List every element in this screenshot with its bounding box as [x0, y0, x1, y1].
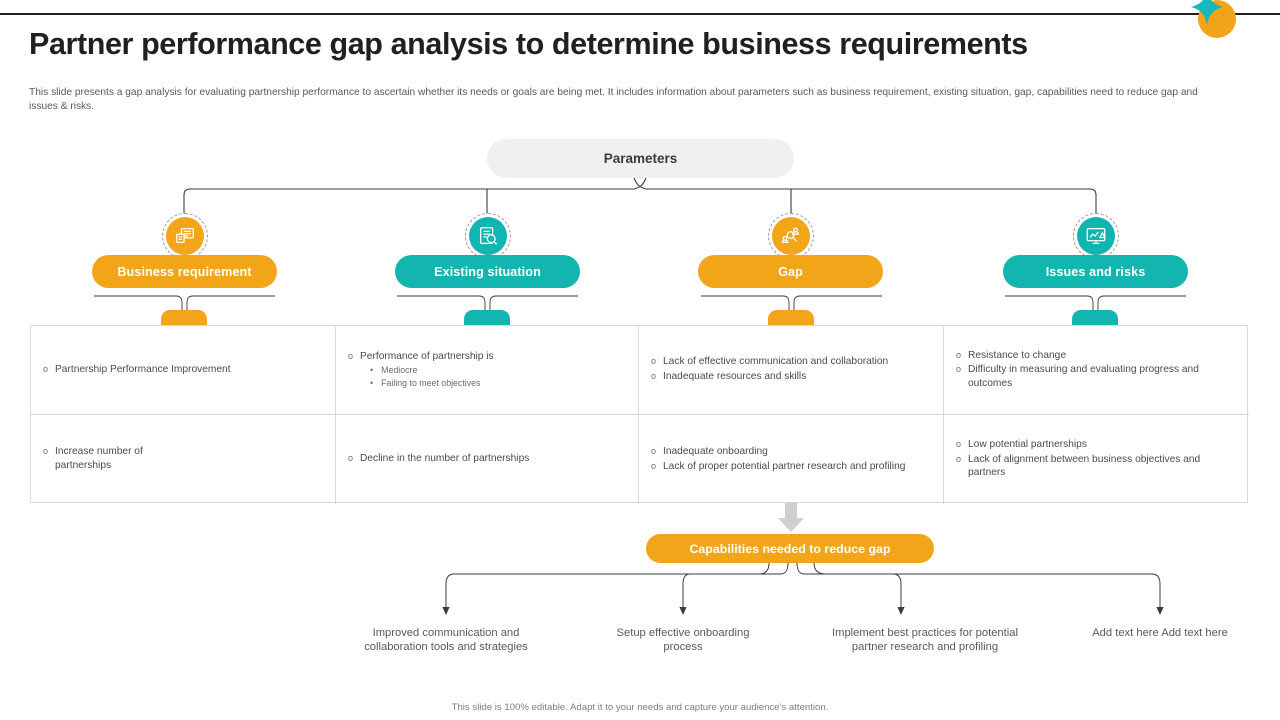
bottom-connector-tree: [442, 562, 1164, 615]
list-item-text: Lack of proper potential partner researc…: [663, 460, 906, 472]
root-node-label: Parameters: [603, 151, 678, 166]
category-label-2: Existing situation: [434, 264, 541, 279]
bullet-circle-icon: o: [651, 445, 657, 456]
category-pill-4[interactable]: Issues and risks: [1003, 255, 1188, 288]
people-search-icon: [771, 217, 810, 255]
table-cell-r2c4: o Low potential partnerships o Lack of a…: [944, 415, 1249, 504]
bullet-circle-icon: o: [956, 453, 962, 464]
list-item: o Lack of effective communication and co…: [651, 355, 931, 369]
table-cell-r1c3: o Lack of effective communication and co…: [639, 326, 944, 415]
footer-note: This slide is 100% editable. Adapt it to…: [451, 702, 829, 713]
category-label-4: Issues and risks: [1045, 264, 1146, 279]
top-connector-tree: [94, 177, 1186, 325]
category-node-issues-and-risks[interactable]: Issues and risks: [1003, 213, 1188, 288]
bullet-circle-icon: o: [348, 453, 354, 464]
logo-sparkle-icon: [1191, 0, 1223, 25]
list-item: o Inadequate onboarding: [651, 445, 931, 459]
gap-analysis-table: o Partnership Performance Improvement o …: [30, 325, 1249, 504]
category-node-existing-situation[interactable]: Existing situation: [395, 213, 580, 288]
list-item-text: Resistance to change: [968, 349, 1066, 361]
category-pill-1[interactable]: Business requirement: [92, 255, 277, 288]
list-item-text: Lack of effective communication and coll…: [663, 356, 889, 368]
list-item-text: Partnership Performance Improvement: [55, 363, 231, 375]
bullet-circle-icon: o: [651, 371, 657, 381]
capabilities-banner[interactable]: Capabilities needed to reduce gap: [646, 534, 934, 563]
list-item-text: Difficulty in measuring and evaluating p…: [968, 364, 1199, 389]
list-item-text: Low potential partnerships: [968, 439, 1087, 451]
category-icon-wrap-1: [161, 213, 208, 259]
list-item: o Partnership Performance Improvement: [43, 363, 323, 377]
table-cell-r2c1: o Increase number of partnerships: [31, 415, 336, 504]
monitor-warning-chart-icon: [1076, 217, 1115, 255]
brand-logo-icon: [1190, 0, 1236, 40]
document-search-icon: [468, 217, 507, 255]
bullet-circle-icon: o: [651, 356, 657, 367]
header-divider: [0, 13, 1280, 15]
list-item-text: Increase number of partnerships: [55, 446, 143, 471]
table-cell-r1c1: o Partnership Performance Improvement: [31, 326, 336, 415]
requirement-document-icon: [165, 217, 204, 255]
list-item-text: Decline in the number of partnerships: [360, 453, 530, 465]
category-label-1: Business requirement: [117, 264, 252, 279]
leaf-node-3: Implement best practices for potential p…: [832, 627, 1018, 653]
list-item: o Resistance to change: [956, 349, 1237, 363]
category-node-gap[interactable]: Gap: [698, 213, 883, 288]
leaf-node-1: Improved communication and collaboration…: [364, 627, 528, 653]
bullet-dot-icon: •: [370, 365, 374, 376]
list-item: o Inadequate resources and skills: [651, 370, 931, 384]
page-subtitle: This slide presents a gap analysis for e…: [29, 87, 1198, 113]
capabilities-banner-label: Capabilities needed to reduce gap: [689, 541, 891, 556]
list-item-text: Inadequate onboarding: [663, 445, 768, 457]
bullet-circle-icon: o: [43, 363, 49, 374]
list-item: o Lack of alignment between business obj…: [956, 453, 1237, 480]
root-node-parameters[interactable]: Parameters: [487, 139, 794, 178]
category-icon-wrap-4: [1072, 213, 1119, 259]
list-item-text: Lack of alignment between business objec…: [968, 453, 1201, 479]
category-pill-2[interactable]: Existing situation: [395, 255, 580, 288]
leaf-node-2: Setup effective onboarding process: [616, 627, 750, 653]
category-label-3: Gap: [778, 264, 803, 279]
sub-list-item-text: Mediocre: [381, 365, 418, 376]
table-cell-r1c4: o Resistance to change o Difficulty in m…: [944, 326, 1249, 415]
sub-list-item: • Mediocre: [370, 364, 626, 377]
category-icon-wrap-3: [767, 213, 814, 259]
list-item: o Increase number of partnerships: [43, 445, 323, 472]
page-title: Partner performance gap analysis to dete…: [29, 27, 1028, 61]
table-cell-r2c3: o Inadequate onboarding o Lack of proper…: [639, 415, 944, 504]
category-icon-wrap-2: [464, 213, 511, 259]
bullet-circle-icon: o: [43, 446, 49, 457]
table-cell-r1c2: o Performance of partnership is • Medioc…: [336, 326, 639, 415]
bullet-dot-icon: •: [370, 378, 374, 389]
leaf-node-4: Add text here Add text here: [1092, 627, 1228, 639]
list-item: o Difficulty in measuring and evaluating…: [956, 363, 1237, 390]
list-item: o Low potential partnerships: [956, 438, 1237, 452]
bullet-circle-icon: o: [956, 439, 962, 450]
list-item: o Performance of partnership is: [348, 350, 626, 364]
table-cell-r2c2: o Decline in the number of partnerships: [336, 415, 639, 504]
bullet-circle-icon: o: [956, 364, 962, 375]
list-item: o Decline in the number of partnerships: [348, 452, 626, 466]
list-item-text: Performance of partnership is: [360, 350, 494, 362]
down-arrow-icon: [778, 503, 804, 532]
list-item: o Lack of proper potential partner resea…: [651, 460, 931, 474]
category-pill-3[interactable]: Gap: [698, 255, 883, 288]
bullet-circle-icon: o: [348, 350, 354, 361]
sub-list-item: • Failing to meet objectives: [370, 377, 626, 390]
bullet-circle-icon: o: [956, 349, 962, 360]
sub-list-item-text: Failing to meet objectives: [381, 378, 481, 389]
list-item-text: Inadequate resources and skills: [663, 371, 807, 382]
bullet-circle-icon: o: [651, 460, 657, 471]
category-node-business-requirement[interactable]: Business requirement: [92, 213, 277, 288]
